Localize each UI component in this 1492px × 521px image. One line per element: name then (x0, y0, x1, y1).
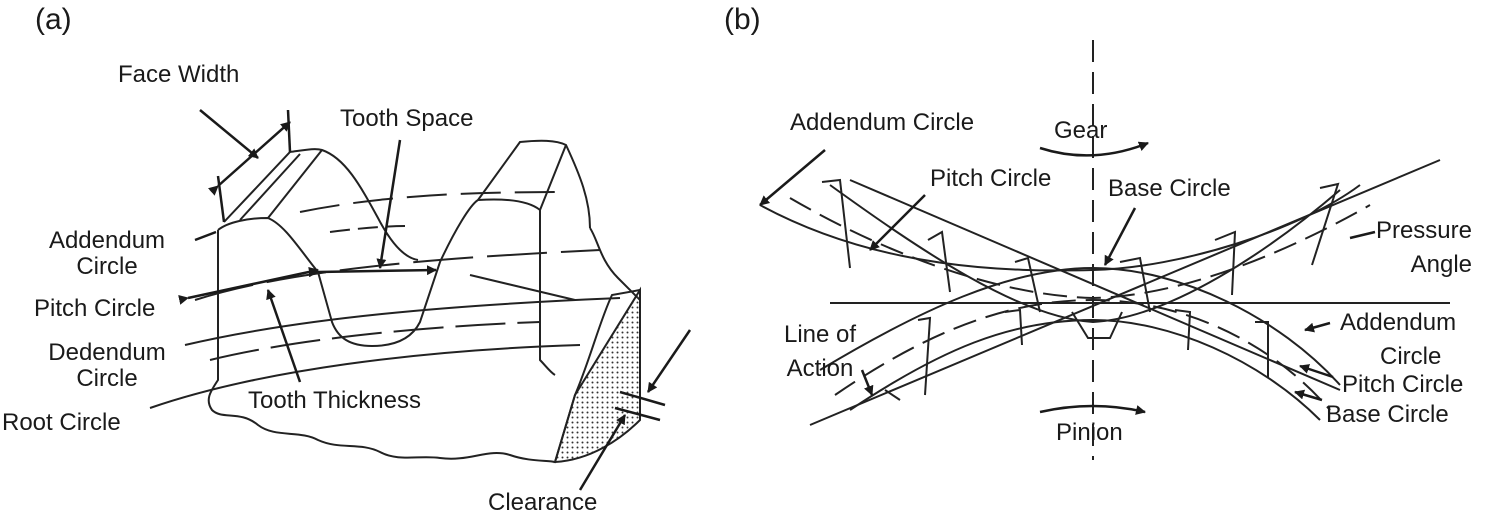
dedendum-circle-line-1: Dedendum (48, 339, 166, 366)
panel-a-leaders (178, 109, 692, 491)
line-of-action-label: Line of Action (770, 318, 870, 385)
panel-b-tag: (b) (724, 3, 761, 36)
panel-a-tag: (a) (35, 3, 72, 36)
clearance-label: Clearance (488, 489, 598, 516)
pinion-pitch-circle-label: Pitch Circle (1342, 371, 1464, 398)
tooth-space-label: Tooth Space (340, 105, 474, 132)
line-of-action-line-1: Line of (783, 321, 857, 348)
root-circle-label: Root Circle (2, 409, 121, 436)
gear-pitch-circle-label: Pitch Circle (930, 165, 1052, 192)
pinion-addendum-circle-label: Addendum (1340, 309, 1457, 336)
meshing-gears-drawing (759, 40, 1450, 460)
pressure-angle-line-1: Pressure (1375, 217, 1472, 244)
tooth-thickness-label: Tooth Thickness (248, 387, 421, 414)
pressure-angle-line-2: Angle (1410, 250, 1472, 278)
gear-base-circle-label: Base Circle (1108, 175, 1231, 202)
addendum-circle-line-2: Circle (76, 253, 138, 281)
panel-b-leaders (759, 141, 1376, 415)
pinion-label: Pinion (1056, 419, 1123, 446)
pinion-base-circle-label: Base Circle (1326, 401, 1449, 428)
face-width-label: Face Width (118, 61, 240, 88)
line-of-action-line-2: Action (786, 354, 854, 382)
addendum-circle-line-1: Addendum (48, 227, 166, 254)
pitch-circle-label: Pitch Circle (34, 295, 156, 322)
dedendum-circle-label: Dedendum Circle (34, 339, 180, 393)
addendum-circle-label: Addendum Circle (32, 227, 182, 281)
pressure-angle-label: Pressure Angle (1362, 214, 1472, 281)
pinion-addendum-circle-label-2: Circle (1380, 343, 1442, 370)
dedendum-circle-line-2: Circle (76, 365, 138, 393)
gear-addendum-circle-label: Addendum Circle (790, 109, 975, 136)
gear-label: Gear (1054, 117, 1108, 144)
